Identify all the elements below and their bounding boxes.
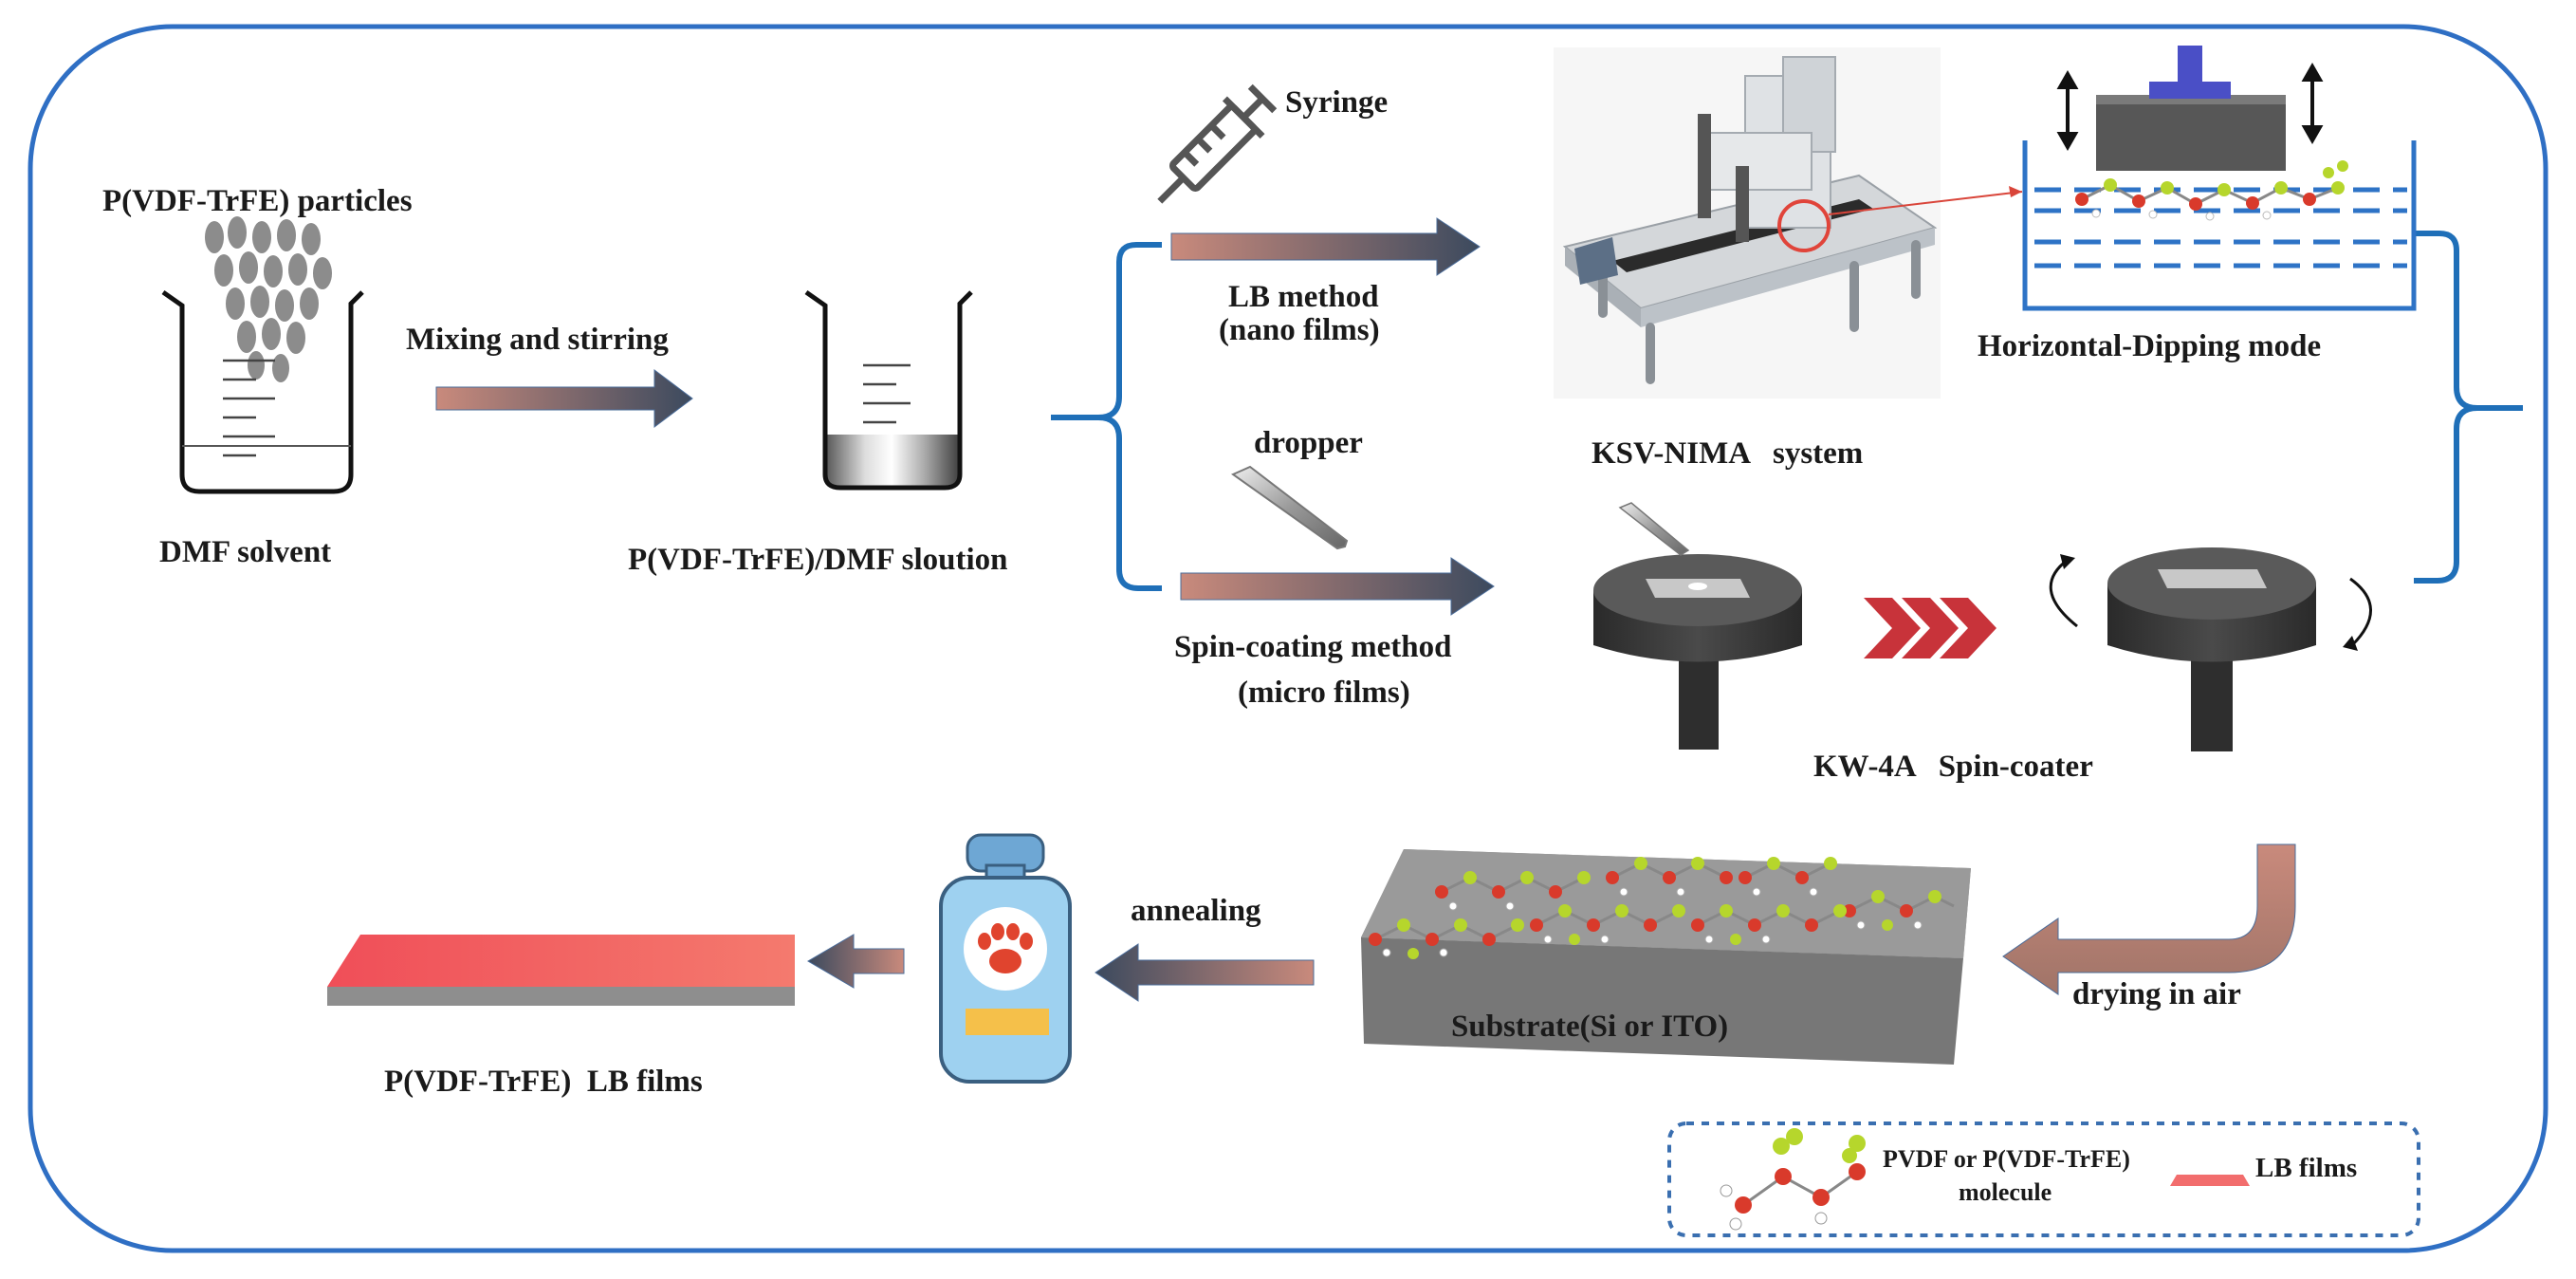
legend-molecule-label: PVDF or P(VDF-TrFE)	[1883, 1145, 2130, 1173]
particles-icon	[205, 216, 332, 382]
label-dmf-solvent: DMF solvent	[159, 535, 331, 569]
annealing-bottle-icon	[939, 833, 1072, 1084]
label-dropper: dropper	[1254, 426, 1363, 460]
diagram-frame	[28, 24, 2548, 1253]
arrow-spin-method	[1180, 557, 1495, 616]
zoom-pointer-line	[1828, 191, 2023, 215]
rotation-arrow-icon	[2049, 558, 2372, 647]
label-horizontal-dipping: Horizontal-Dipping mode	[1978, 329, 2321, 363]
legend-molecule-label-2: molecule	[1959, 1178, 2052, 1206]
molecule-legend-icon	[1720, 1128, 1866, 1231]
label-ksv-nima: KSV-NIMA system	[1592, 436, 1863, 471]
label-particles: P(VDF-TrFE) particles	[102, 184, 413, 218]
arrow-drying	[2002, 843, 2296, 995]
arrow-mixing	[435, 369, 693, 428]
label-kw4a: KW-4A Spin-coater	[1813, 750, 2093, 784]
label-spin-method-sub: (micro films)	[1238, 676, 1410, 710]
dipping-trough	[2022, 46, 2417, 311]
beaker-solution	[804, 289, 973, 491]
arrow-to-lb-films	[807, 934, 905, 989]
legend-box	[1667, 1121, 2420, 1237]
label-drying: drying in air	[2072, 977, 2241, 1011]
arrow-lb-method	[1170, 217, 1481, 276]
ksv-nima-machine-image	[1554, 47, 1941, 399]
label-solution: P(VDF-TrFE)/DMF sloution	[628, 543, 1008, 577]
beaker-dmf-solvent	[161, 216, 364, 494]
legend-lb-films-label: LB films	[2255, 1153, 2357, 1183]
substrate-block	[1361, 849, 1971, 1065]
label-substrate: Substrate(Si or ITO)	[1451, 1010, 1728, 1044]
label-lb-method-sub: (nano films)	[1219, 313, 1380, 347]
bracket-left	[1051, 242, 1162, 591]
arrow-annealing	[1095, 943, 1315, 1002]
syringe-icon	[1157, 83, 1278, 204]
label-spin-method: Spin-coating method	[1174, 630, 1451, 664]
label-lb-films: P(VDF-TrFE) LB films	[384, 1065, 703, 1099]
spin-coater-1	[1593, 502, 1802, 750]
lb-film-slab	[327, 935, 795, 1006]
dropper-icon	[1230, 465, 1349, 550]
label-annealing: annealing	[1131, 894, 1261, 928]
lb-films-legend-swatch	[2170, 1175, 2250, 1186]
molecule-chains	[1369, 857, 1955, 959]
label-mixing: Mixing and stirring	[406, 323, 669, 357]
label-lb-method: LB method	[1228, 280, 1379, 314]
paw-icon	[978, 923, 1033, 973]
up-down-arrow-icon	[2056, 62, 2324, 152]
chevron-arrows-icon	[1864, 598, 1996, 658]
spin-coater-2	[2049, 547, 2372, 751]
dropper-tip-icon	[1618, 502, 1690, 556]
label-syringe: Syringe	[1285, 85, 1388, 120]
bracket-right	[2414, 231, 2523, 584]
